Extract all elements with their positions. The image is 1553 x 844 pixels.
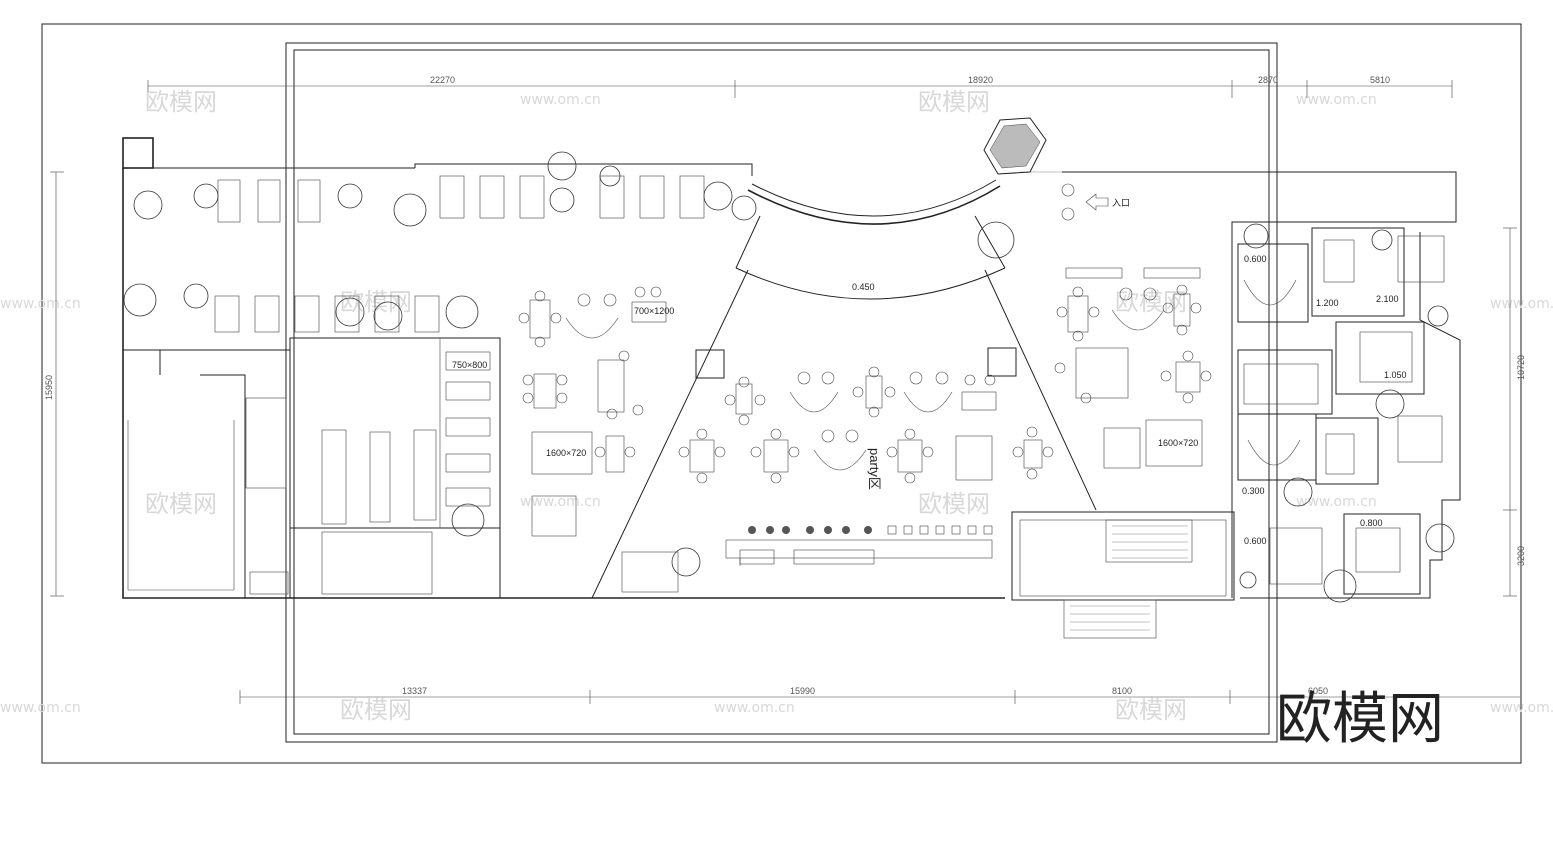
- watermark-site: www.om.cn: [1490, 296, 1553, 312]
- watermark-site: www.om.cn: [714, 700, 795, 716]
- entrance-label: 入口: [1112, 198, 1130, 208]
- stairwell: [1011, 511, 1235, 639]
- inner-frame-inner: [293, 49, 1270, 735]
- watermark-brand: 欧模网: [340, 288, 412, 316]
- watermark-site: www.om.cn: [520, 92, 601, 108]
- watermark-layer: 欧模网 www.om.cn 欧模网 www.om.cn www.om.cn 欧模…: [0, 88, 1553, 724]
- dim-right-2: 3200: [1516, 546, 1526, 566]
- watermark-site: www.om.cn: [1490, 700, 1553, 716]
- dim-top-4: 5810: [1370, 75, 1390, 85]
- building-walls: [122, 137, 1461, 599]
- watermark-brand: 欧模网: [1115, 288, 1187, 316]
- table-size-label: 1600×720: [546, 448, 586, 458]
- central-stage: 0.450: [591, 117, 1097, 599]
- watermark-site: www.om.cn: [0, 700, 81, 716]
- watermark-brand: 欧模网: [918, 88, 990, 116]
- dim-top-2: 18920: [968, 75, 993, 85]
- watermark-brand: 欧模网: [918, 490, 990, 518]
- level-mark: 0.800: [1360, 518, 1383, 528]
- level-mark: 0.600: [1244, 536, 1267, 546]
- inner-frame-outer: [285, 42, 1278, 743]
- bar-counter: [621, 525, 993, 593]
- dim-bottom-2: 15990: [790, 686, 815, 696]
- watermark-site: www.om.cn: [0, 296, 81, 312]
- chairs: [518, 284, 1212, 484]
- watermark-brand: 欧模网: [145, 490, 217, 518]
- private-rooms: 0.600 0.300 1.200 2.100 1.050 0.800 0.60…: [1237, 227, 1445, 595]
- dim-left-1: 15950: [44, 375, 54, 400]
- watermark-site: www.om.cn: [520, 494, 601, 510]
- watermark-brand: 欧模网: [1115, 696, 1187, 724]
- kitchen-fixtures: [245, 351, 491, 595]
- level-mark: 0.300: [1242, 486, 1265, 496]
- level-mark: 1.050: [1384, 370, 1407, 380]
- party-zone-label: party区: [867, 448, 882, 490]
- level-mark: 0.450: [852, 282, 875, 292]
- dimension-lines: 22270 18920 2870 5810 13337 15990 8100 6…: [44, 75, 1526, 704]
- dim-top-3: 2870: [1258, 75, 1278, 85]
- level-mark: 0.600: [1244, 254, 1267, 264]
- outer-frame: [41, 23, 1522, 764]
- plant-symbols: [123, 151, 1455, 603]
- watermark-brand: 欧模网: [340, 696, 412, 724]
- table-size-label: 750×800: [452, 360, 487, 370]
- dim-top-1: 22270: [430, 75, 455, 85]
- entrance-marker: 入口: [1061, 183, 1130, 221]
- table-size-label: 1600×720: [1158, 438, 1198, 448]
- brand-watermark: 欧模网: [1276, 687, 1444, 752]
- dim-bottom-3: 8100: [1112, 686, 1132, 696]
- level-mark: 2.100: [1376, 294, 1399, 304]
- north-booth-strip: [214, 175, 705, 333]
- watermark-site: www.om.cn: [1296, 494, 1377, 510]
- dining-tables: 1600×720 1600×720 750×800 700×1200: [452, 267, 1203, 537]
- watermark-brand: 欧模网: [145, 88, 217, 116]
- dim-right-1: 10720: [1516, 355, 1526, 380]
- dim-bottom-1: 13337: [402, 686, 427, 696]
- dim-bottom-4: 6050: [1308, 686, 1328, 696]
- table-size-label: 700×1200: [634, 306, 674, 316]
- watermark-site: www.om.cn: [1296, 92, 1377, 108]
- level-mark: 1.200: [1316, 298, 1339, 308]
